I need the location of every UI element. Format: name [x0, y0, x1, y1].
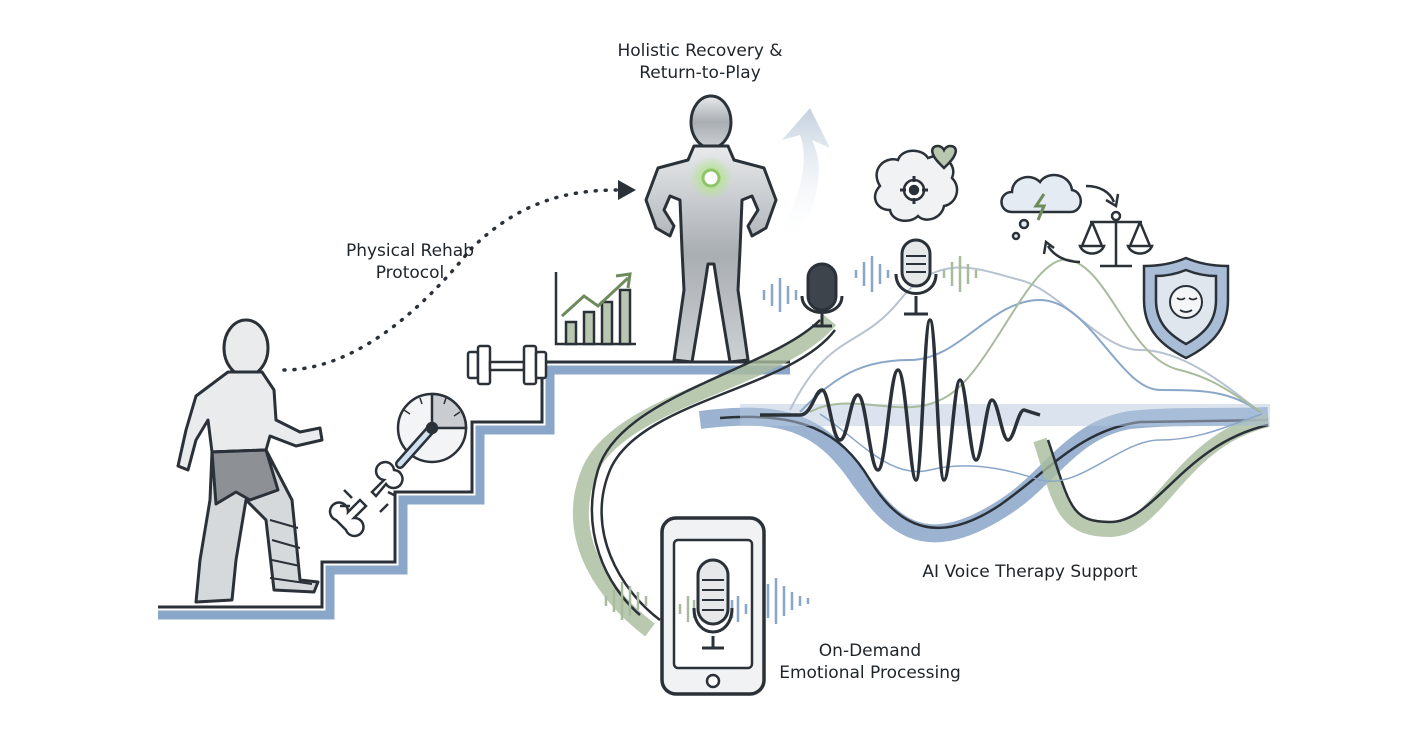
upward-arrow: [776, 108, 830, 245]
staircase: [158, 360, 790, 620]
broken-bone-icon: [328, 460, 404, 538]
storm-cloud-icon: [1000, 173, 1120, 264]
calm-shield-icon: [1142, 256, 1230, 360]
smartphone-microphone-icon: [604, 516, 810, 696]
label-physical-line1: Physical Rehab: [345, 241, 475, 261]
voice-waveforms: [760, 258, 1263, 483]
injured-athlete-icon: [176, 318, 324, 604]
recovered-athlete-icon: [644, 94, 778, 364]
brain-gear-heart-icon: [873, 144, 959, 223]
label-physical-rehab: Physical Rehab Protocol: [300, 240, 520, 284]
microphone-icon: [762, 262, 844, 328]
growth-chart-icon: [554, 272, 636, 346]
label-ondemand-line1: On-Demand: [818, 641, 922, 661]
dumbbell-icon: [466, 344, 548, 386]
label-holistic-line1: Holistic Recovery &: [617, 41, 783, 61]
label-physical-line2: Protocol: [375, 263, 445, 283]
progress-dotted-arrow: [282, 180, 636, 372]
label-holistic-line2: Return-to-Play: [639, 63, 761, 83]
label-emotional-processing: On-Demand Emotional Processing: [760, 640, 980, 684]
cycling-gauge-icon: [395, 392, 468, 469]
balance-scale-icon: [1078, 210, 1154, 268]
flow-ribbons: [572, 314, 1270, 637]
microphone-icon: [854, 238, 978, 316]
label-holistic-recovery: Holistic Recovery & Return-to-Play: [560, 40, 840, 84]
label-ai-voice-therapy: AI Voice Therapy Support: [922, 562, 1138, 582]
label-ondemand-line2: Emotional Processing: [779, 663, 961, 683]
